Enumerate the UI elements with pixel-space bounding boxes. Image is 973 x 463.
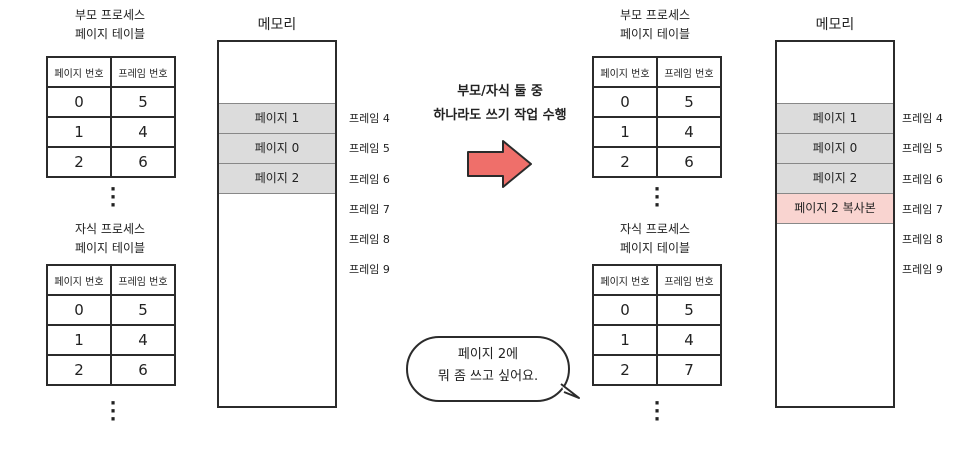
header-page-number: 페이지 번호 xyxy=(46,264,112,296)
frame-cell: 7 xyxy=(656,354,722,386)
frame-cell: 6 xyxy=(110,354,176,386)
frame-label: 프레임 6 xyxy=(349,173,390,186)
left-memory-block: 페이지 1 페이지 0 페이지 2 xyxy=(217,40,337,408)
memory-slot: 페이지 2 xyxy=(777,163,893,194)
frame-label: 프레임 8 xyxy=(902,233,943,246)
frame-cell: 5 xyxy=(110,294,176,326)
memory-slot-copy: 페이지 2 복사본 xyxy=(777,193,893,224)
frame-cell: 6 xyxy=(110,146,176,178)
frame-label: 프레임 6 xyxy=(902,173,943,186)
page-cell: 2 xyxy=(46,146,112,178)
note-line: 부모/자식 둘 중 xyxy=(457,84,543,99)
frame-label: 프레임 5 xyxy=(902,142,943,155)
title-line: 페이지 테이블 xyxy=(74,27,146,41)
memory-slot: 페이지 1 xyxy=(777,103,893,134)
frame-cell: 5 xyxy=(656,294,722,326)
frame-label: 프레임 4 xyxy=(349,112,390,125)
title-line: 부모 프로세스 xyxy=(619,8,691,22)
frame-label: 프레임 4 xyxy=(902,112,943,125)
left-child-table-title: 자식 프로세스 페이지 테이블 xyxy=(45,220,175,258)
frame-cell: 5 xyxy=(110,86,176,118)
right-parent-table-title: 부모 프로세스 페이지 테이블 xyxy=(590,6,720,44)
memory-slot: 페이지 0 xyxy=(777,133,893,164)
header-page-number: 페이지 번호 xyxy=(592,264,658,296)
write-condition-note: 부모/자식 둘 중 하나라도 쓰기 작업 수행 xyxy=(405,80,595,128)
frame-label: 프레임 7 xyxy=(902,203,943,216)
frame-cell: 4 xyxy=(110,116,176,148)
frame-cell: 4 xyxy=(110,324,176,356)
frame-label: 프레임 5 xyxy=(349,142,390,155)
header-frame-number: 프레임 번호 xyxy=(656,56,722,88)
memory-slot: 페이지 1 xyxy=(219,103,335,134)
frame-cell: 5 xyxy=(656,86,722,118)
note-line: 하나라도 쓰기 작업 수행 xyxy=(433,108,567,123)
speech-bubble: 페이지 2에 뭐 좀 쓰고 싶어요. xyxy=(406,336,570,402)
page-cell: 2 xyxy=(592,354,658,386)
speech-bubble-tail-icon xyxy=(560,383,580,399)
frame-label: 프레임 9 xyxy=(902,263,943,276)
page-cell: 0 xyxy=(592,86,658,118)
left-memory-title: 메모리 xyxy=(257,17,297,33)
right-child-table-title: 자식 프로세스 페이지 테이블 xyxy=(590,220,720,258)
page-cell: 2 xyxy=(592,146,658,178)
title-line: 자식 프로세스 xyxy=(619,222,691,236)
header-frame-number: 프레임 번호 xyxy=(110,264,176,296)
right-memory-block: 페이지 1 페이지 0 페이지 2 페이지 2 복사본 xyxy=(775,40,895,408)
title-line: 부모 프로세스 xyxy=(74,8,146,22)
ellipsis-dots-icon: ··· xyxy=(653,393,661,430)
page-cell: 0 xyxy=(46,86,112,118)
header-frame-number: 프레임 번호 xyxy=(110,56,176,88)
memory-slot: 페이지 0 xyxy=(219,133,335,164)
header-frame-number: 프레임 번호 xyxy=(656,264,722,296)
title-line: 자식 프로세스 xyxy=(74,222,146,236)
frame-cell: 4 xyxy=(656,116,722,148)
page-cell: 1 xyxy=(46,324,112,356)
page-cell: 2 xyxy=(46,354,112,386)
frame-cell: 4 xyxy=(656,324,722,356)
ellipsis-dots-icon: ··· xyxy=(109,179,117,216)
page-cell: 1 xyxy=(46,116,112,148)
page-cell: 0 xyxy=(46,294,112,326)
right-memory-title: 메모리 xyxy=(815,17,855,33)
left-parent-table-title: 부모 프로세스 페이지 테이블 xyxy=(45,6,175,44)
ellipsis-dots-icon: ··· xyxy=(653,179,661,216)
bubble-line: 뭐 좀 쓰고 싶어요. xyxy=(437,369,539,384)
frame-label: 프레임 7 xyxy=(349,203,390,216)
title-line: 페이지 테이블 xyxy=(619,27,691,41)
page-cell: 1 xyxy=(592,116,658,148)
title-line: 페이지 테이블 xyxy=(619,241,691,255)
right-arrow-icon xyxy=(467,140,532,188)
header-page-number: 페이지 번호 xyxy=(592,56,658,88)
frame-cell: 6 xyxy=(656,146,722,178)
frame-label: 프레임 9 xyxy=(349,263,390,276)
ellipsis-dots-icon: ··· xyxy=(109,393,117,430)
page-cell: 1 xyxy=(592,324,658,356)
frame-label: 프레임 8 xyxy=(349,233,390,246)
title-line: 페이지 테이블 xyxy=(74,241,146,255)
memory-slot: 페이지 2 xyxy=(219,163,335,194)
header-page-number: 페이지 번호 xyxy=(46,56,112,88)
page-cell: 0 xyxy=(592,294,658,326)
bubble-line: 페이지 2에 xyxy=(457,347,519,362)
